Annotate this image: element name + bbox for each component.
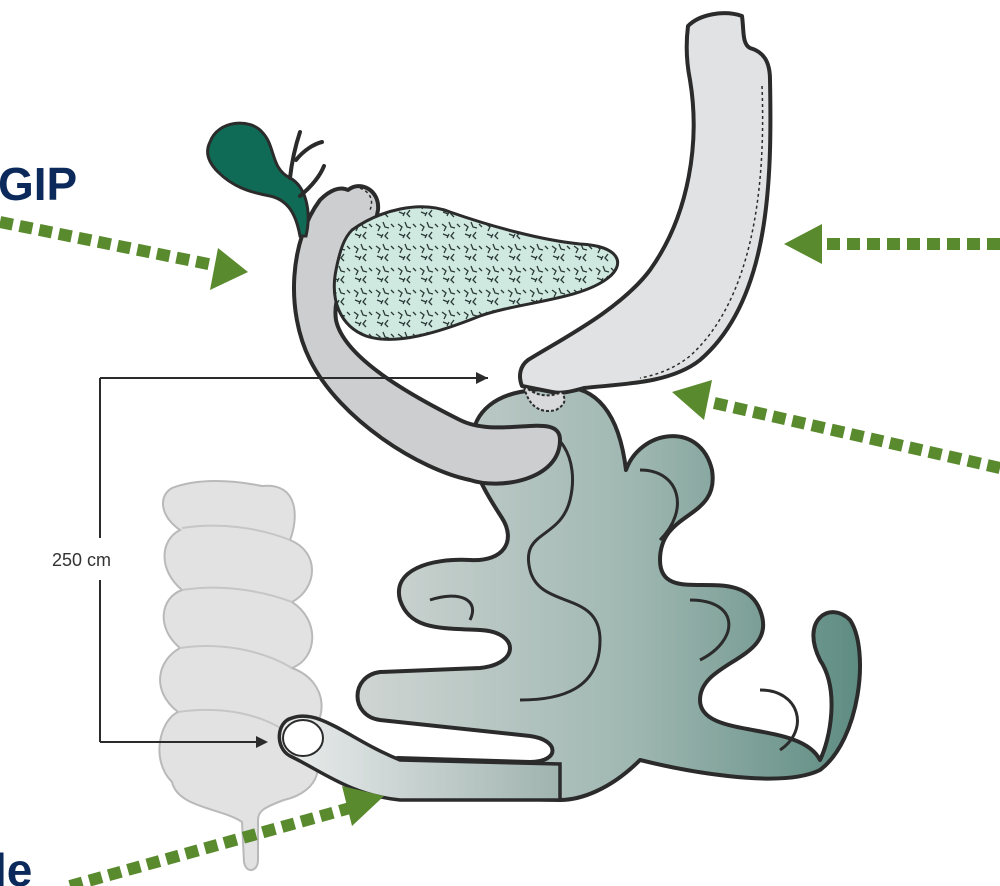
stomach [520, 13, 770, 411]
arrow-stomach [784, 224, 1000, 264]
label-gip: GIP [0, 158, 77, 210]
measurement-label: 250 cm [52, 550, 111, 570]
colon [159, 481, 321, 870]
arrow-anastomosis [672, 380, 1000, 468]
pancreas [334, 207, 617, 340]
gallbladder [208, 123, 324, 236]
label-ileum: le [0, 844, 32, 886]
arrow-gip [0, 222, 248, 290]
